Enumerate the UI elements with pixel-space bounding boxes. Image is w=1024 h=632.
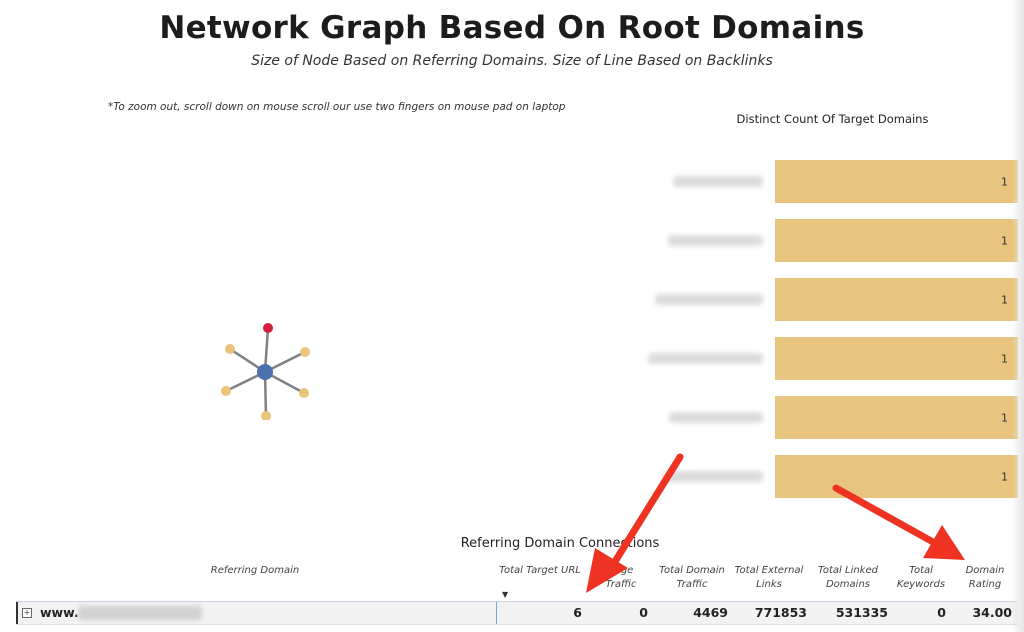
graph-leaf-node[interactable] [300, 347, 310, 357]
cell-divider [496, 602, 497, 624]
bar-value-label: 1 [1001, 235, 1008, 248]
col-header-domain-rating[interactable]: Domain Rating [957, 564, 1013, 592]
graph-root-node[interactable] [263, 323, 273, 333]
graph-leaf-node[interactable] [221, 386, 231, 396]
bar-category-label [655, 294, 763, 305]
bar[interactable] [775, 219, 1018, 262]
row-selection-accent [16, 602, 18, 624]
bar-category-label [663, 471, 763, 482]
bar[interactable] [775, 160, 1018, 203]
bar-value-label: 1 [1001, 353, 1008, 366]
window-edge-shadow [1012, 0, 1024, 632]
col-header-label: Rating [968, 579, 1002, 590]
bar-category-label [673, 176, 763, 187]
bar-value-label: 1 [1001, 471, 1008, 484]
col-header-label: Page [608, 565, 634, 576]
cell-page-traffic: 0 [639, 605, 648, 620]
bar-value-label: 1 [1001, 176, 1008, 189]
zoom-hint: *To zoom out, scroll down on mouse scrol… [108, 101, 566, 113]
col-header-total-keywords[interactable]: Total Keywords [888, 564, 954, 592]
graph-center-node[interactable] [257, 364, 273, 380]
cell-total-external-links: 771853 [754, 605, 807, 620]
bar-category-label [669, 412, 763, 423]
bar-value-label: 1 [1001, 412, 1008, 425]
page-subtitle: Size of Node Based on Referring Domains.… [251, 53, 773, 69]
col-header-label: Total Domain [659, 565, 725, 576]
col-header-label: Domain [965, 565, 1005, 576]
table-title: Referring Domain Connections [460, 536, 660, 551]
col-header-total-external-links[interactable]: Total External Links [733, 564, 805, 592]
bar-chart-title: Distinct Count Of Target Domains [736, 112, 929, 126]
col-header-referring-domain[interactable]: Referring Domain [160, 564, 350, 578]
col-header-label: Referring Domain [210, 565, 300, 576]
col-header-total-domain-traffic[interactable]: Total Domain Traffic [655, 564, 729, 592]
col-header-label: Total Target URL [499, 565, 581, 576]
col-header-label: Total External [734, 565, 804, 576]
col-header-label: Links [756, 579, 782, 590]
cell-total-domain-traffic: 4469 [693, 605, 728, 620]
row-domain-prefix: www. [40, 605, 79, 620]
col-header-total-target-url[interactable]: Total Target URL [490, 564, 590, 578]
col-header-page-traffic[interactable]: Page Traffic [592, 564, 650, 592]
col-header-label: Traffic [605, 579, 637, 590]
bar[interactable] [775, 337, 1018, 380]
bar-category-label [668, 235, 763, 246]
cell-total-keywords: 0 [937, 605, 946, 620]
cell-total-target-url: 6 [573, 605, 582, 620]
col-header-total-linked-domains[interactable]: Total Linked Domains [812, 564, 884, 592]
graph-leaf-node[interactable] [261, 411, 271, 420]
network-graph[interactable] [215, 320, 315, 420]
cell-total-linked-domains: 531335 [835, 605, 888, 620]
col-header-label: Total [909, 565, 933, 576]
cell-domain-rating: 34.00 [972, 605, 1012, 620]
bar-chart[interactable]: 1 1 1 1 1 1 [640, 150, 1020, 510]
col-header-label: Keywords [896, 579, 946, 590]
col-header-label: Domains [825, 579, 870, 590]
expand-icon[interactable]: + [22, 608, 32, 618]
graph-leaf-node[interactable] [225, 344, 235, 354]
graph-leaf-node[interactable] [299, 388, 309, 398]
bar[interactable] [775, 455, 1018, 498]
bar[interactable] [775, 396, 1018, 439]
blurred-domain-name [78, 606, 202, 620]
col-header-label: Total Linked [818, 565, 878, 576]
bar-value-label: 1 [1001, 294, 1008, 307]
col-header-label: Traffic [676, 579, 708, 590]
page-title: Network Graph Based On Root Domains [159, 10, 865, 46]
sort-descending-icon[interactable]: ▼ [502, 590, 509, 599]
bar-category-label [648, 353, 763, 364]
table-row[interactable]: + www. 6 0 4469 771853 531335 0 34.00 [16, 601, 1018, 625]
bar[interactable] [775, 278, 1018, 321]
